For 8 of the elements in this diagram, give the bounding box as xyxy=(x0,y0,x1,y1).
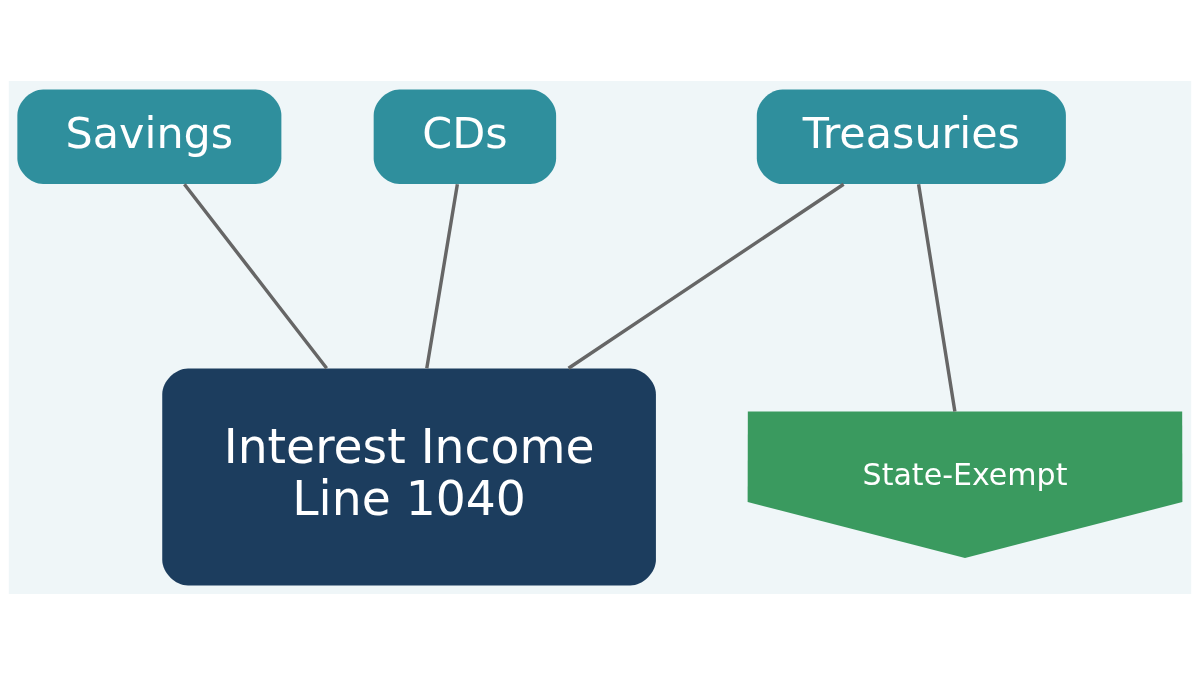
node-box: Savings xyxy=(17,89,282,185)
connector xyxy=(916,184,957,412)
node-box: Treasuries xyxy=(756,89,1066,185)
connector xyxy=(567,182,845,370)
node-box: Interest Income Line 1040 xyxy=(162,368,656,586)
connector xyxy=(183,183,328,370)
connector xyxy=(425,184,460,369)
node-box: CDs xyxy=(373,89,557,185)
